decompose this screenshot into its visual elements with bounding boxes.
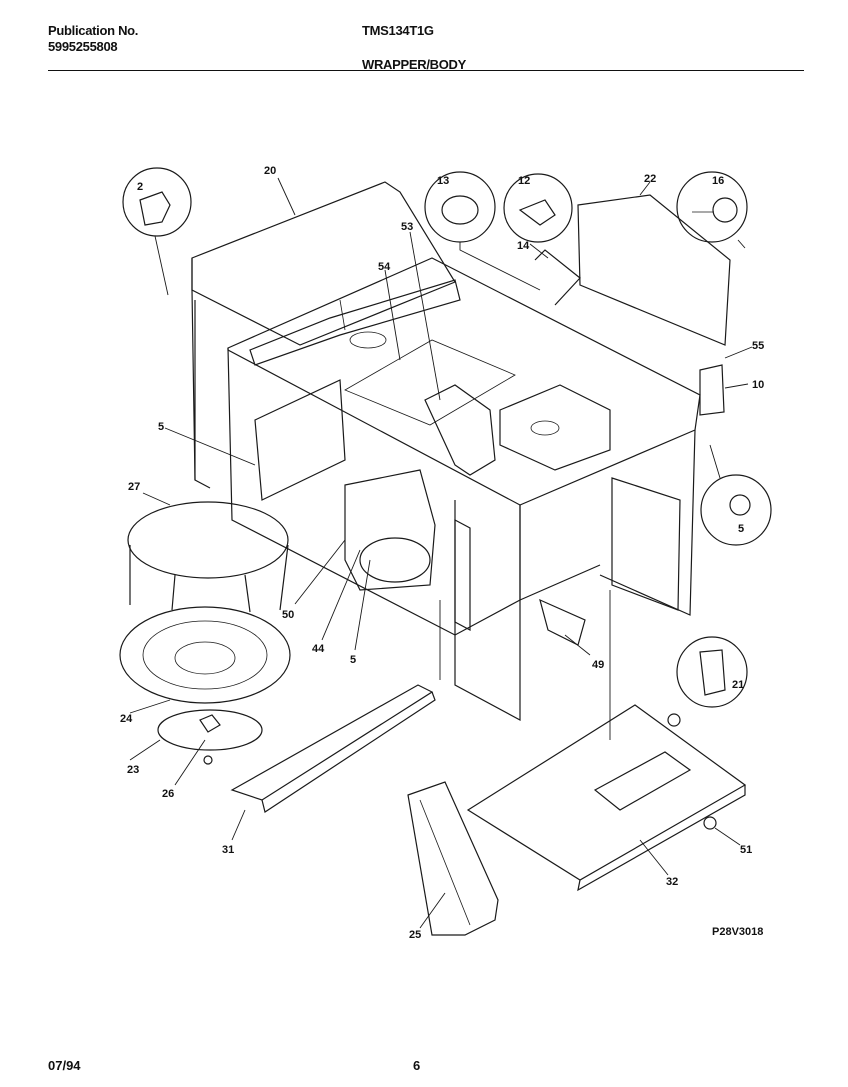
callout-53: 53 bbox=[401, 221, 413, 233]
footer-date: 07/94 bbox=[48, 1058, 81, 1073]
callout-20: 20 bbox=[264, 165, 276, 177]
callout-21: 21 bbox=[732, 679, 744, 691]
callout-23: 23 bbox=[127, 764, 139, 776]
callout-27: 27 bbox=[128, 481, 140, 493]
callout-25: 25 bbox=[409, 929, 421, 941]
callout-22: 22 bbox=[644, 173, 656, 185]
callout-5-left: 5 bbox=[158, 421, 164, 433]
cavity-body bbox=[227, 257, 701, 722]
callout-labels: 2 20 13 12 22 16 53 14 54 55 10 5 27 5 5… bbox=[120, 165, 764, 941]
callout-2: 2 bbox=[137, 181, 143, 193]
base-plate bbox=[466, 704, 747, 892]
model-number: TMS134T1G bbox=[362, 23, 434, 38]
callout-32: 32 bbox=[666, 876, 678, 888]
section-title: WRAPPER/BODY bbox=[362, 57, 467, 72]
callout-26: 26 bbox=[162, 788, 174, 800]
leader-lines bbox=[129, 177, 753, 929]
callout-55: 55 bbox=[752, 340, 764, 352]
figure-code: P28V3018 bbox=[712, 926, 763, 938]
callout-16: 16 bbox=[712, 175, 724, 187]
front-bracket bbox=[230, 684, 436, 813]
publication-number: 5995255808 bbox=[48, 39, 118, 54]
small-parts bbox=[122, 167, 772, 830]
callout-13: 13 bbox=[437, 175, 449, 187]
callout-5-right: 5 bbox=[738, 523, 744, 535]
publication-label: Publication No. bbox=[48, 23, 139, 38]
roller-ring bbox=[157, 709, 263, 765]
callout-14: 14 bbox=[517, 240, 530, 252]
callout-5-center: 5 bbox=[350, 654, 356, 666]
page-number: 6 bbox=[413, 1058, 421, 1073]
glass-tray bbox=[119, 606, 291, 704]
callout-54: 54 bbox=[378, 261, 391, 273]
callout-12: 12 bbox=[518, 175, 530, 187]
callout-51: 51 bbox=[740, 844, 752, 856]
callout-10: 10 bbox=[752, 379, 764, 391]
duct bbox=[407, 781, 499, 936]
grill-rack bbox=[127, 501, 289, 613]
wrapper-cover bbox=[191, 181, 456, 489]
header-rule bbox=[48, 70, 804, 71]
callout-50: 50 bbox=[282, 609, 294, 621]
callout-44: 44 bbox=[312, 643, 325, 655]
callout-49: 49 bbox=[592, 659, 604, 671]
callout-31: 31 bbox=[222, 844, 234, 856]
callout-24: 24 bbox=[120, 713, 133, 725]
